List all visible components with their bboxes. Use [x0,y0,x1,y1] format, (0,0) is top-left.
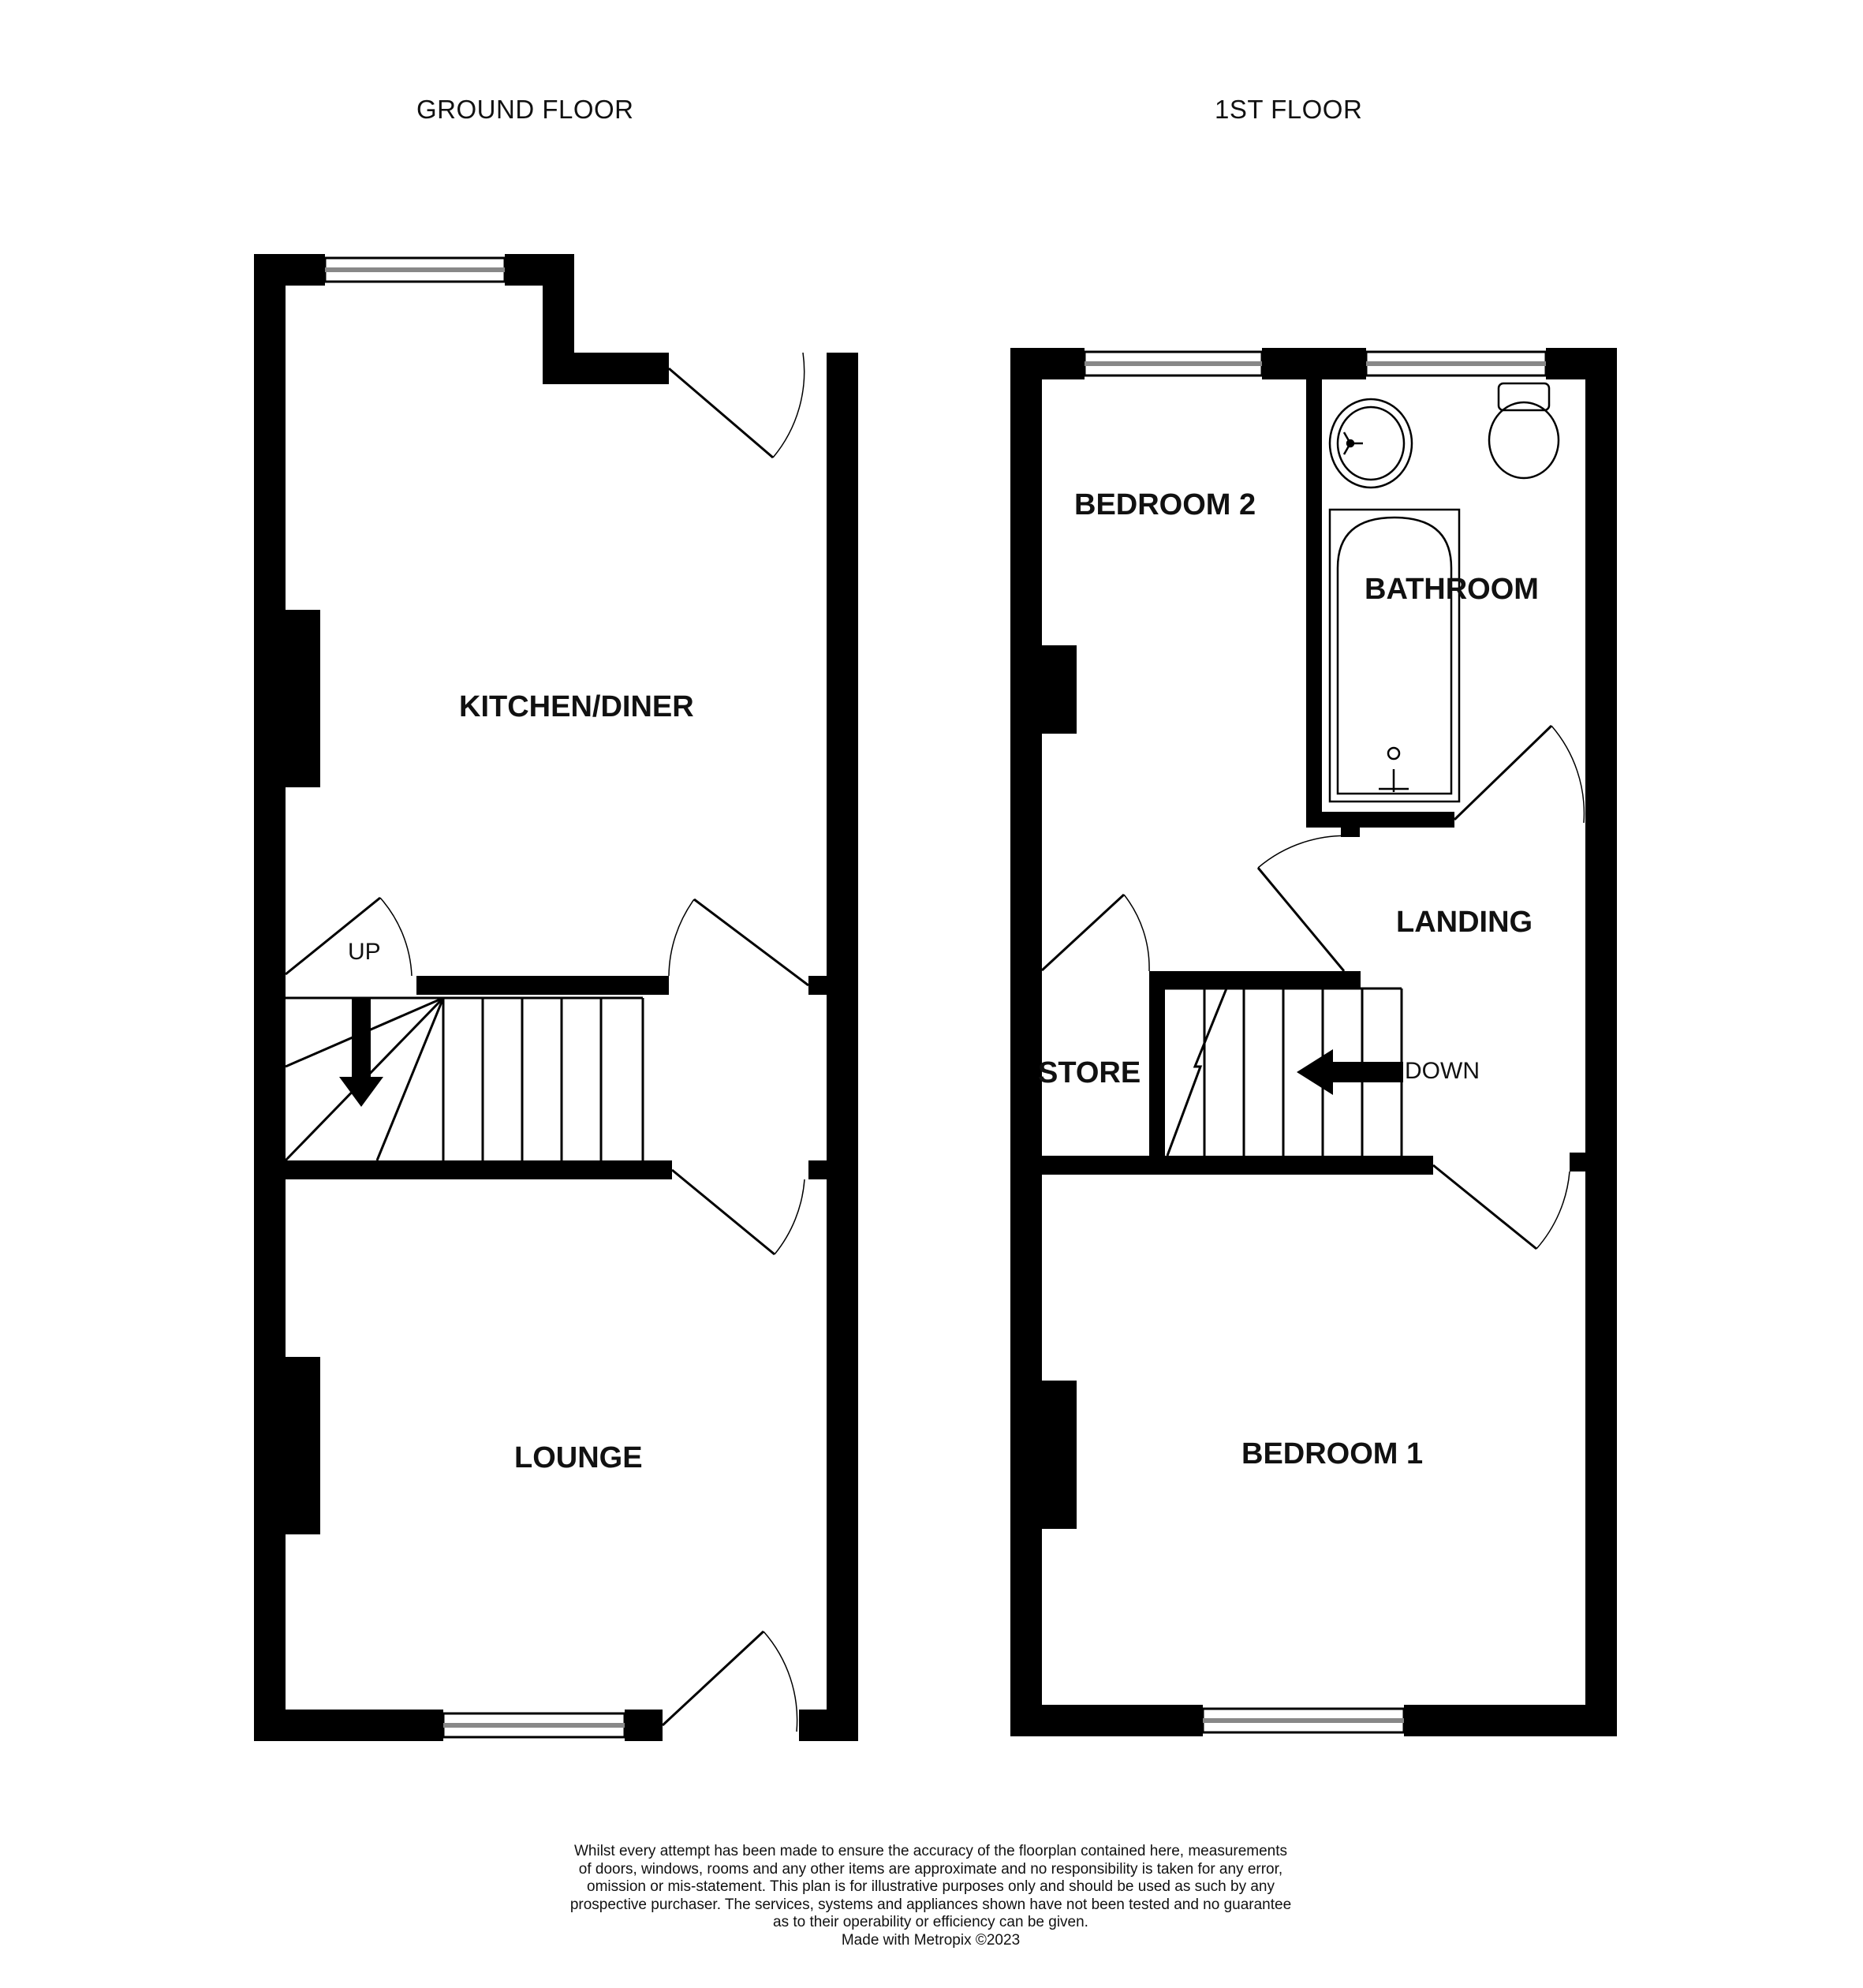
stair-arrow-down [1297,1049,1403,1095]
wall [1010,348,1085,379]
wall [1404,1705,1617,1736]
disclaimer-line: prospective purchaser. The services, sys… [569,1896,1292,1913]
first-floor-title: 1ST FLOOR [1215,95,1363,124]
room-label-store: STORE [1038,1056,1141,1089]
disclaimer-line: omission or mis-statement. This plan is … [587,1878,1275,1895]
door-swing [661,1630,798,1732]
window [323,256,506,283]
staircase [284,996,644,1162]
wall [799,1710,858,1741]
chimney-breast [1042,1381,1077,1529]
stair-arrow-down [339,998,383,1107]
wall [1570,1153,1617,1172]
wall [1585,1172,1617,1736]
window [1083,350,1264,377]
disclaimer-line: Whilst every attempt has been made to en… [573,1843,1288,1859]
door-swing [668,898,809,987]
credit-line: Made with Metropix ©2023 [841,1931,1021,1949]
room-label-kitchen-diner: KITCHEN/DINER [459,690,694,723]
wall [808,976,858,995]
wall [1010,1705,1203,1736]
door-swing [1453,724,1585,824]
door-swing [671,1168,805,1256]
wall [254,254,325,286]
chimney-breast [286,1357,320,1534]
room-label-bedroom-1: BEDROOM 1 [1241,1437,1424,1470]
toilet [1488,382,1560,480]
wall [808,1160,858,1179]
window [1365,350,1548,377]
wall [1306,812,1454,828]
wall [1165,971,1361,988]
wall [254,254,286,1741]
window [1201,1707,1406,1734]
stair-up-label: UP [348,939,381,965]
room-label-bathroom: BATHROOM [1365,573,1539,606]
wall [1585,348,1617,1153]
door-swing [1432,1164,1570,1250]
door-swing [1256,835,1357,972]
bath [1328,508,1461,803]
room-label-landing: LANDING [1396,906,1533,939]
disclaimer: Whilst every attempt has been made to en… [552,1843,1309,1949]
wall [254,1710,443,1741]
wall [827,1179,858,1741]
stair-down-label: DOWN [1405,1058,1480,1084]
chimney-breast [286,610,320,787]
window [442,1712,626,1739]
room-label-bedroom-2: BEDROOM 2 [1074,488,1256,521]
room-label-lounge: LOUNGE [514,1441,643,1474]
basin [1328,398,1413,489]
ground-floor-plan [254,254,858,1741]
door-swing [1040,893,1150,972]
disclaimer-line: of doors, windows, rooms and any other i… [578,1860,1283,1878]
wall [1010,348,1042,1736]
wall [827,353,858,976]
wall [416,976,669,995]
wall [1149,971,1165,1175]
wall [286,1160,672,1179]
wall [1306,348,1322,828]
wall [625,1710,663,1741]
door-swing [285,896,413,977]
wall [827,995,858,1160]
wall [1042,1156,1433,1175]
wall [1341,828,1360,837]
disclaimer-line: as to their operability or efficiency ca… [773,1914,1088,1930]
chimney-breast [1042,645,1077,734]
first-floor-plan [1010,348,1617,1736]
door-swing [668,352,805,459]
ground-floor-title: GROUND FLOOR [416,95,634,124]
wall [543,353,669,384]
